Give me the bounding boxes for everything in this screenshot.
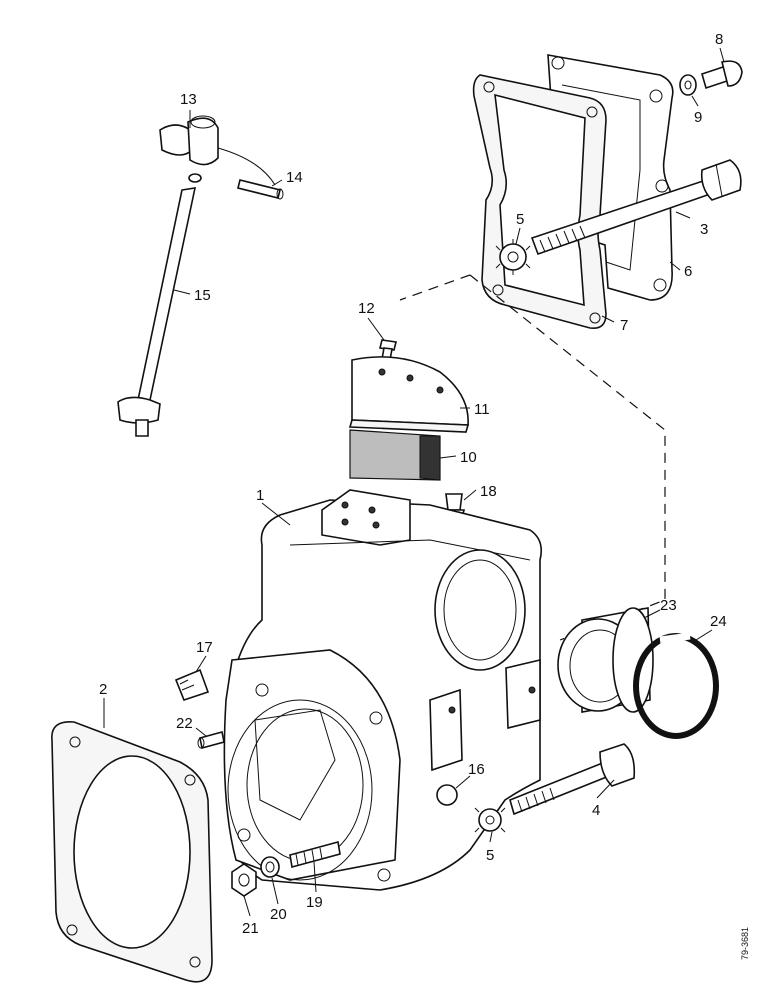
callout-18: 18 bbox=[480, 483, 497, 500]
roll-pin bbox=[237, 179, 284, 200]
cap-screw bbox=[701, 60, 743, 90]
housing-bolt bbox=[509, 743, 636, 816]
plug bbox=[174, 668, 210, 701]
callout-23: 23 bbox=[660, 597, 677, 614]
callout-15: 15 bbox=[194, 287, 211, 304]
control-rod bbox=[117, 173, 202, 437]
callout-7: 7 bbox=[620, 317, 628, 334]
alignment-dashed-line bbox=[399, 274, 666, 641]
dowel-pin bbox=[197, 731, 225, 749]
main-housing bbox=[223, 489, 543, 891]
callout-21: 21 bbox=[242, 920, 259, 937]
callout-10: 10 bbox=[460, 449, 477, 466]
seal-ring bbox=[633, 632, 719, 739]
callout-6: 6 bbox=[684, 263, 692, 280]
callout-11: 11 bbox=[474, 401, 490, 418]
hex-nut bbox=[231, 863, 257, 897]
callout-19: 19 bbox=[306, 894, 323, 911]
washer-small bbox=[260, 856, 280, 878]
pin-lead-curve bbox=[217, 147, 276, 186]
callout-5b: 5 bbox=[486, 847, 494, 864]
lock-washer-top bbox=[495, 239, 531, 275]
drawing-id: 79-3681 bbox=[740, 927, 750, 960]
plain-washer bbox=[679, 74, 697, 96]
callout-13: 13 bbox=[180, 91, 197, 108]
callout-3: 3 bbox=[700, 221, 708, 238]
callout-9: 9 bbox=[694, 109, 702, 126]
cover-gasket bbox=[472, 74, 607, 330]
callout-24: 24 bbox=[710, 613, 727, 630]
end-gasket bbox=[51, 721, 213, 983]
callout-12: 12 bbox=[358, 300, 375, 317]
callout-1: 1 bbox=[256, 487, 264, 504]
cover-bolt bbox=[530, 159, 742, 256]
callout-17: 17 bbox=[196, 639, 213, 656]
stud bbox=[289, 840, 341, 869]
callout-20: 20 bbox=[270, 906, 287, 923]
callout-16: 16 bbox=[468, 761, 485, 778]
callout-14: 14 bbox=[286, 169, 303, 186]
callout-labels: 1 2 3 4 5 5 6 7 8 9 10 11 12 13 14 15 16… bbox=[99, 31, 727, 937]
callout-2: 2 bbox=[99, 681, 107, 698]
callout-8: 8 bbox=[715, 31, 723, 48]
callout-4: 4 bbox=[592, 802, 600, 819]
lever bbox=[159, 115, 219, 166]
callout-5a: 5 bbox=[516, 211, 524, 228]
friction-pad bbox=[349, 429, 441, 481]
callout-22: 22 bbox=[176, 715, 193, 732]
guide-block bbox=[348, 356, 470, 433]
lock-washer-bottom bbox=[474, 807, 506, 833]
leader-lines bbox=[103, 47, 725, 917]
